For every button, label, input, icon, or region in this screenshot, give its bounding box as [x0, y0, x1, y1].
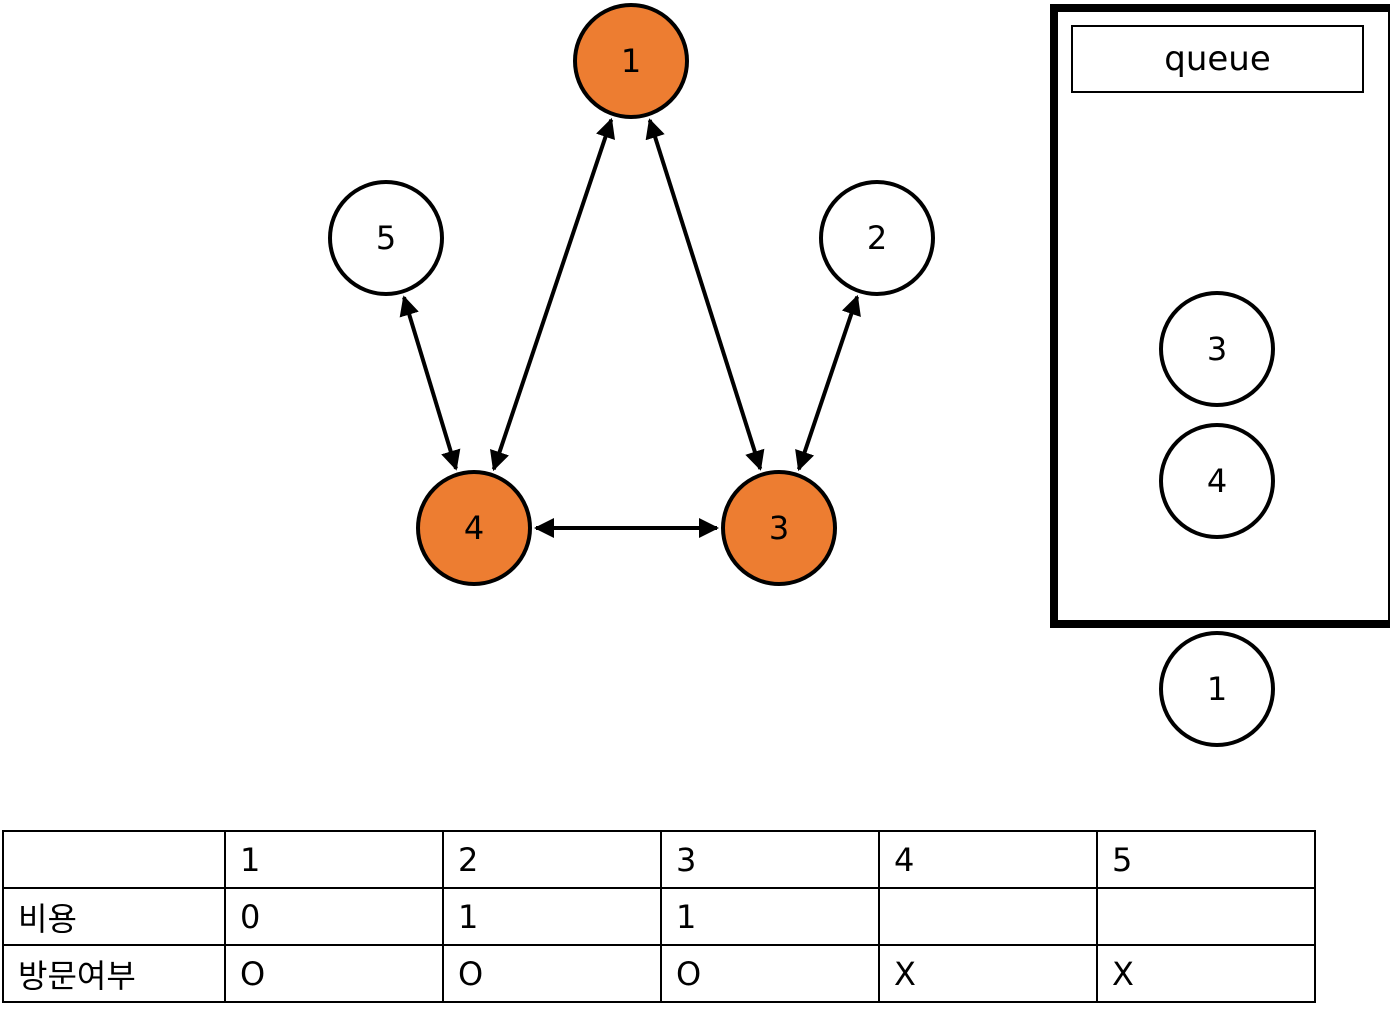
- table-cell: 0: [224, 887, 444, 946]
- edge-1-3: [645, 118, 765, 471]
- table-cell: 1: [660, 887, 880, 946]
- table-header-row: 1 2 3 4 5: [2, 830, 1316, 889]
- graph-node-2-label: 2: [867, 219, 887, 257]
- queue-title: queue: [1071, 25, 1364, 93]
- dequeued-node: 1: [1159, 631, 1275, 747]
- graph-node-5: 5: [328, 180, 444, 296]
- edge-1-4: [490, 117, 615, 472]
- graph-node-2-circle: [819, 180, 935, 296]
- queue-item-3-circle: [1159, 291, 1275, 407]
- queue-item-4: 4: [1159, 423, 1275, 539]
- graph-node-3: 3: [721, 470, 837, 586]
- queue-item-4-circle: [1159, 423, 1275, 539]
- table-cell: X: [878, 944, 1098, 1003]
- table-cell: 1: [442, 887, 662, 946]
- row-label-cost: 비용: [2, 887, 226, 946]
- edge-5-4: [399, 295, 461, 471]
- dequeued-node-circle: [1159, 631, 1275, 747]
- graph-node-5-circle: [328, 180, 444, 296]
- graph-node-4: 4: [416, 470, 532, 586]
- queue-item-3-label: 3: [1207, 330, 1227, 368]
- table-cell: [1096, 887, 1316, 946]
- cost-visit-table: 1 2 3 4 5 비용 0 1 1 방문여부 O O O X X: [2, 830, 1316, 1003]
- table-cell: 4: [878, 830, 1098, 889]
- table-cell: O: [442, 944, 662, 1003]
- table-cell: 1: [224, 830, 444, 889]
- row-label-visited: 방문여부: [2, 944, 226, 1003]
- edge-2-3: [795, 294, 861, 472]
- graph-node-2: 2: [819, 180, 935, 296]
- graph-node-1-label: 1: [621, 42, 641, 80]
- table-cell: [878, 887, 1098, 946]
- graph-node-4-circle: [416, 470, 532, 586]
- queue-item-4-label: 4: [1207, 462, 1227, 500]
- table-cell: 3: [660, 830, 880, 889]
- table-row-visited: 방문여부 O O O X X: [2, 944, 1316, 1003]
- table-cell: 5: [1096, 830, 1316, 889]
- table-cell: X: [1096, 944, 1316, 1003]
- table-cell: O: [660, 944, 880, 1003]
- dequeued-node-label: 1: [1207, 670, 1227, 708]
- queue-item-3: 3: [1159, 291, 1275, 407]
- graph-node-3-label: 3: [769, 509, 789, 547]
- graph-node-1: 1: [573, 3, 689, 119]
- table-cell: 2: [442, 830, 662, 889]
- table-row-cost: 비용 0 1 1: [2, 887, 1316, 946]
- graph-node-4-label: 4: [464, 509, 484, 547]
- graph-node-3-circle: [721, 470, 837, 586]
- table-cell: O: [224, 944, 444, 1003]
- graph-node-1-circle: [573, 3, 689, 119]
- queue-container: [1050, 4, 1390, 628]
- graph-node-5-label: 5: [376, 219, 396, 257]
- table-cell: [2, 830, 226, 889]
